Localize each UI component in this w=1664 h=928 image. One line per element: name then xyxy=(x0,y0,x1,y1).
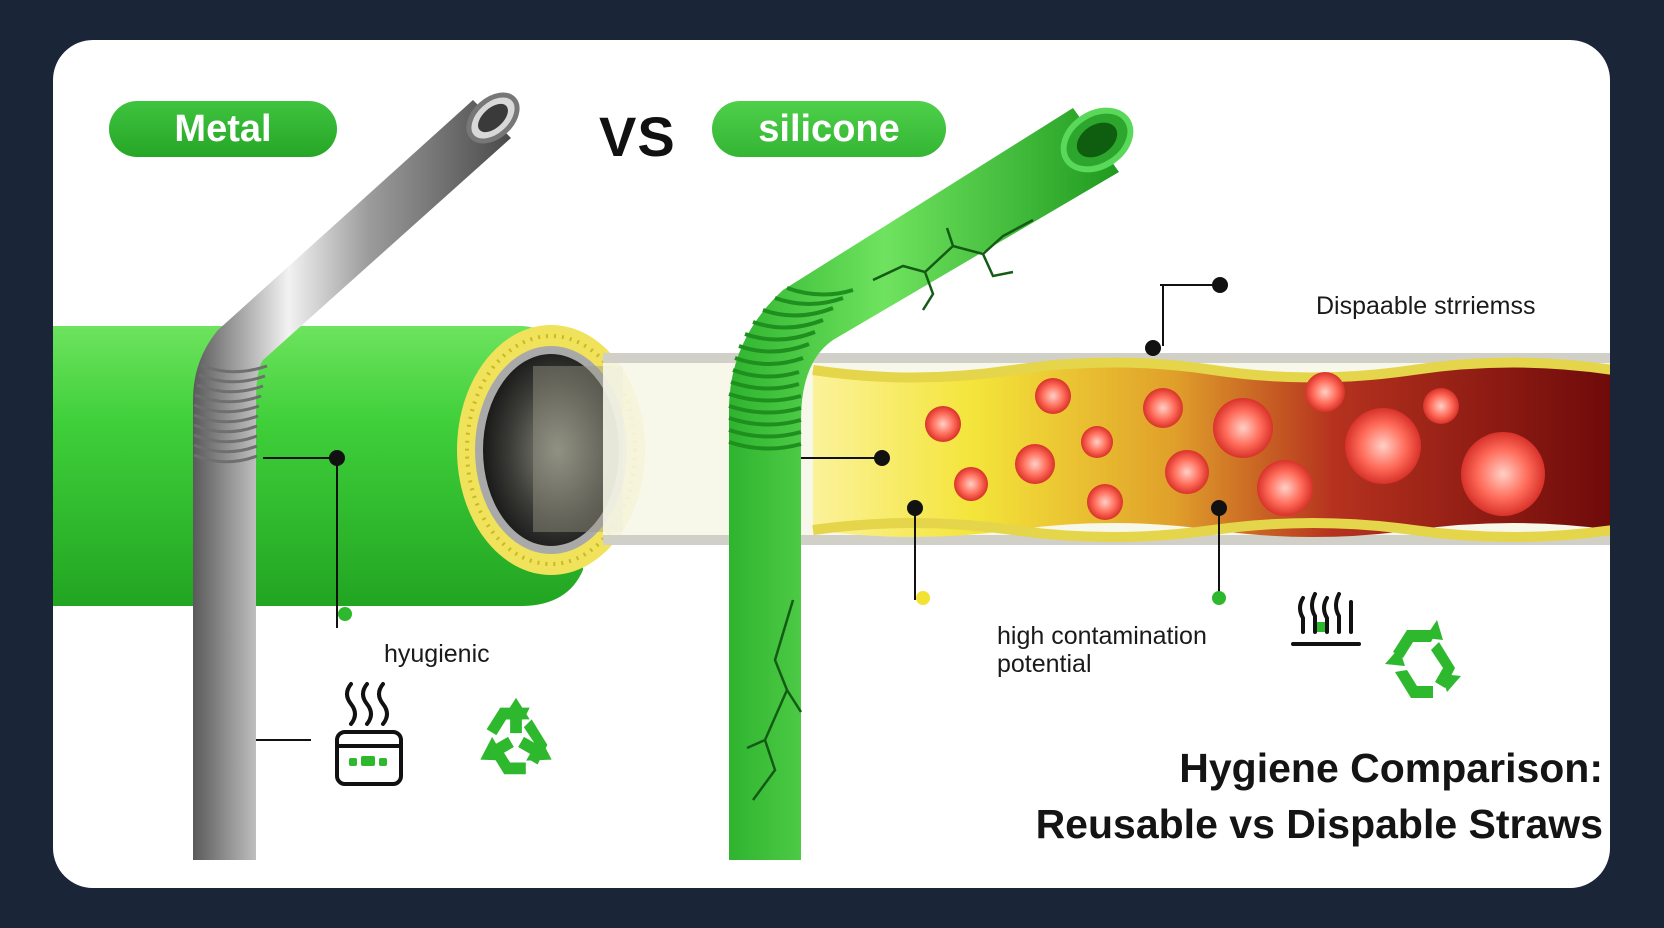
contamination-line-2: potential xyxy=(997,650,1092,678)
infographic-card: Metal VS silicone Dispaable strriemss hy… xyxy=(53,40,1610,888)
steam-container-icon xyxy=(335,682,403,786)
recycle-icon xyxy=(480,697,552,775)
metal-label-pill: Metal xyxy=(109,101,337,157)
silicone-label-pill: silicone xyxy=(712,101,946,157)
crack-marks xyxy=(746,218,1034,801)
bacteria-cluster xyxy=(925,372,1545,520)
recycle-icon xyxy=(1385,620,1461,698)
contamination-callout: high contamination potential xyxy=(997,622,1257,678)
waves-bars-icon xyxy=(1291,592,1361,646)
green-tube xyxy=(53,326,583,606)
hygienic-callout: hyugienic xyxy=(384,640,490,668)
metal-straw xyxy=(193,100,511,860)
straws-illustration xyxy=(53,92,1610,860)
versus-label: VS xyxy=(599,105,676,168)
page-title: Hygiene Comparison: Reusable vs Dispable… xyxy=(833,740,1603,852)
disposable-callout: Dispaable strriemss xyxy=(1316,292,1536,320)
callout-lines xyxy=(256,284,1220,741)
contamination-line-1: high contamination xyxy=(997,622,1207,650)
contaminated-interior xyxy=(813,362,1610,537)
title-line-1: Hygiene Comparison: xyxy=(1179,745,1603,791)
title-line-2: Reusable vs Dispable Straws xyxy=(1035,801,1603,847)
